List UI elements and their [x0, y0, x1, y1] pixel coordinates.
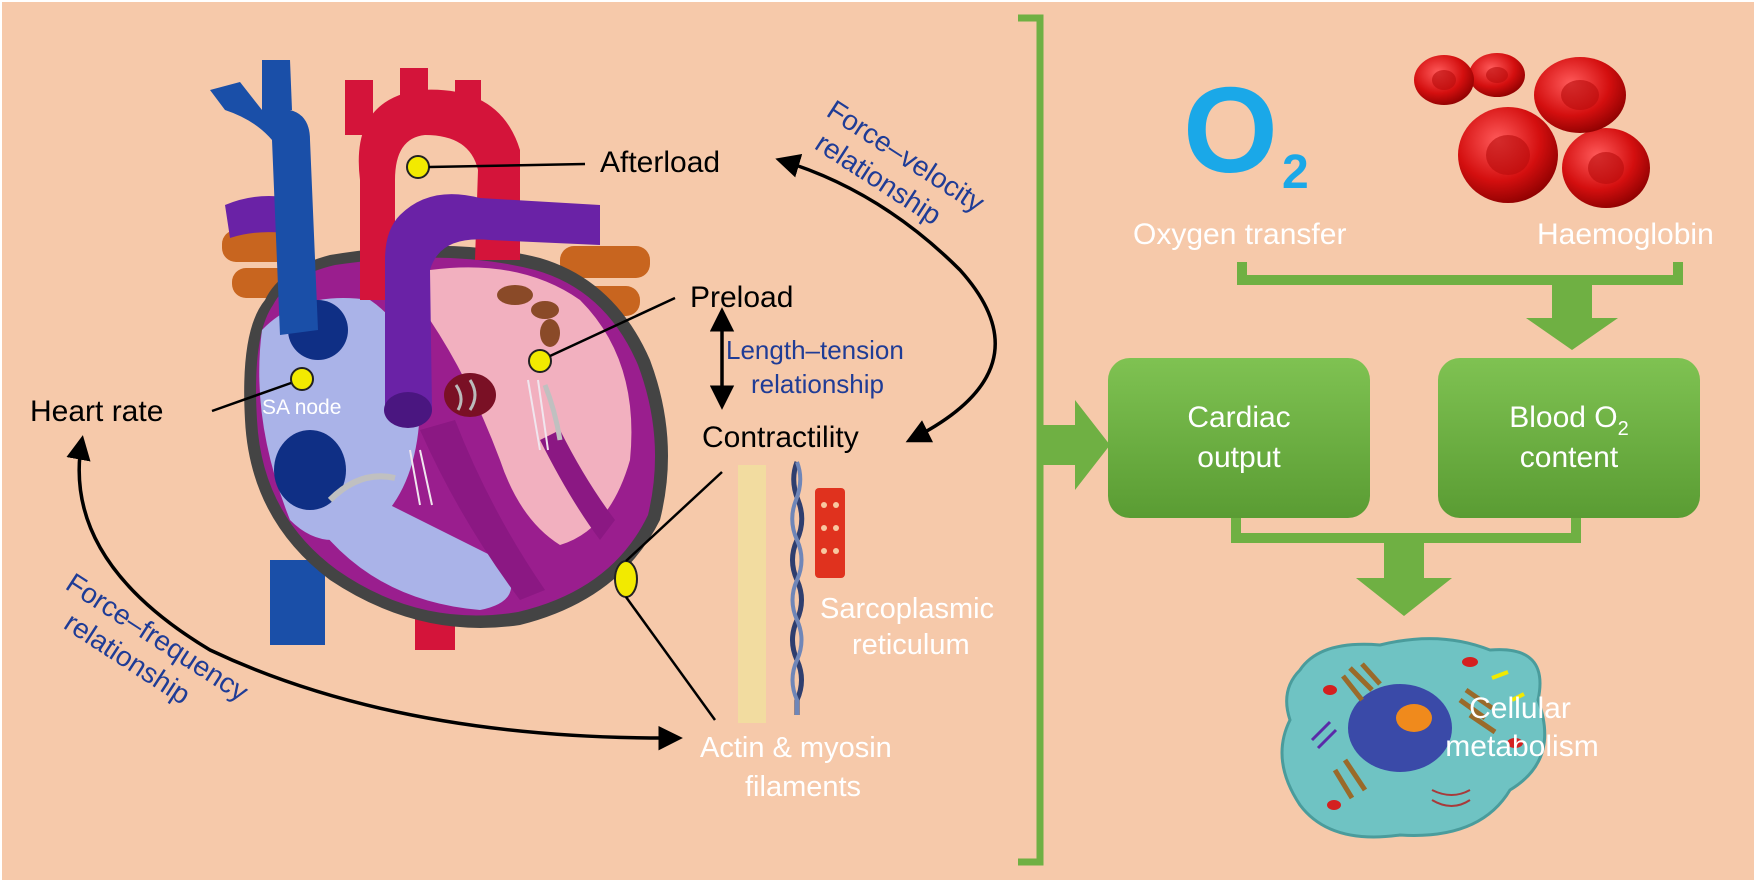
afterload-marker	[406, 155, 430, 179]
o2-subscript: 2	[1282, 146, 1309, 199]
blood-o2-content-box: Blood O2 content	[1438, 358, 1700, 518]
blood-o2-subscript: 2	[1618, 418, 1629, 440]
sa-node-label: SA node	[262, 396, 341, 419]
length-tension-line2: relationship	[751, 369, 884, 399]
blood-o2-line1: Blood O2	[1509, 401, 1629, 440]
preload-label: Preload	[690, 281, 793, 314]
actin-myosin-line1: Actin & myosin	[700, 732, 892, 764]
red-blood-cells	[1414, 53, 1650, 208]
oxygen-transfer-label: Oxygen transfer	[1133, 218, 1346, 251]
sarcoplasmic-line1: Sarcoplasmic	[820, 593, 994, 625]
bracket-arrow	[1040, 400, 1110, 490]
sa-node-marker	[290, 367, 314, 391]
sarcoplasmic-line2: reticulum	[852, 629, 970, 661]
o2-letter: O	[1183, 62, 1278, 198]
force-frequency-arrow	[66, 435, 683, 751]
cell-illustration	[1280, 637, 1547, 839]
down-arrow-to-blood	[1526, 280, 1618, 350]
force-velocity-arrow	[775, 153, 997, 443]
blood-o2-prefix: Blood O	[1509, 401, 1617, 434]
cellular-metabolism-line1: Cellular	[1469, 692, 1571, 725]
cardiac-output-line1: Cardiac	[1187, 401, 1290, 434]
contractility-marker	[614, 560, 638, 598]
blood-o2-line2: content	[1520, 441, 1619, 474]
actin-myosin-filaments	[738, 461, 805, 723]
preload-marker	[528, 349, 552, 373]
contractility-label: Contractility	[702, 421, 859, 454]
length-tension-line1: Length–tension	[726, 335, 904, 365]
cellular-metabolism-line2: metabolism	[1445, 730, 1598, 763]
cardiac-output-line2: output	[1197, 441, 1281, 474]
down-arrow-to-cell	[1356, 538, 1452, 616]
afterload-label: Afterload	[600, 146, 720, 179]
sarcoplasmic-reticulum-graphic	[815, 488, 845, 578]
haemoglobin-label: Haemoglobin	[1537, 218, 1714, 251]
input-connector	[1237, 262, 1683, 285]
heart-rate-label: Heart rate	[30, 395, 163, 428]
cardiac-output-box: Cardiac output	[1108, 358, 1370, 518]
actin-myosin-line2: filaments	[745, 771, 861, 803]
